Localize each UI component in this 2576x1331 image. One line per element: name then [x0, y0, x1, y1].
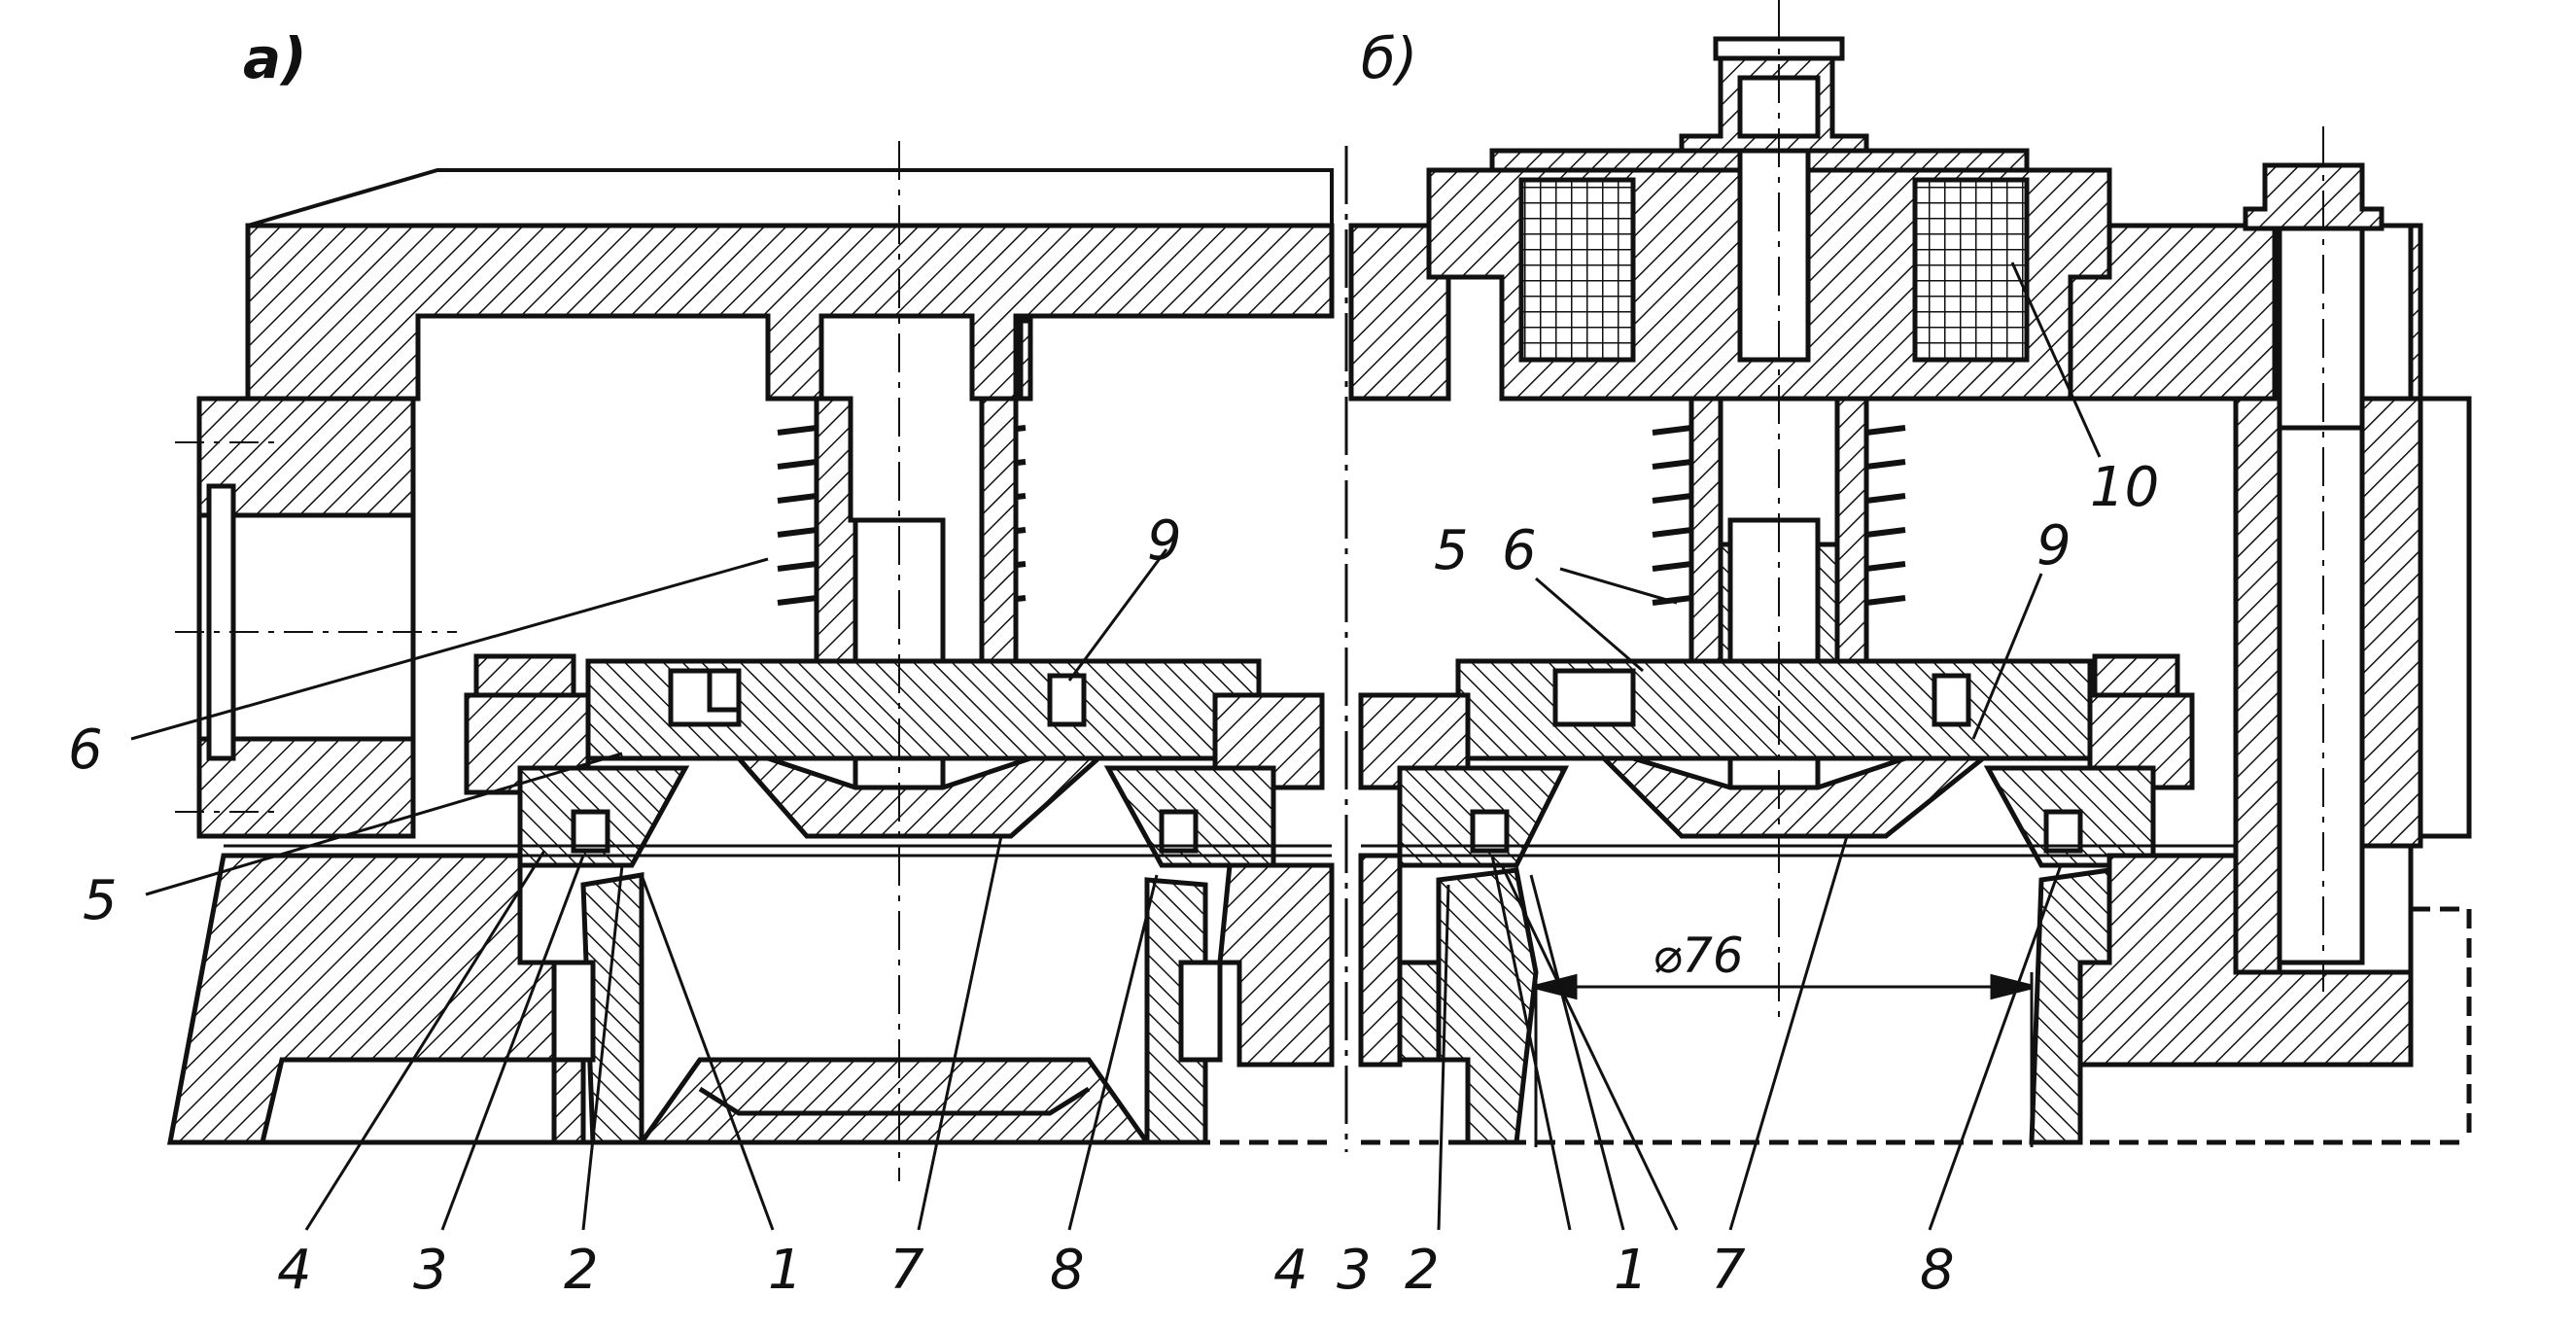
labels: а) б) 6 5 4 3 2 1 7 8 9 5 6 9 10 4 3 2 1…: [68, 25, 2159, 1302]
callout-a-2: 2: [564, 1239, 599, 1302]
callout-a-9: 9: [1147, 509, 1182, 573]
coil-right-b: [1912, 177, 2030, 363]
panel-b-label: б): [1361, 25, 1417, 91]
callout-b-3: 3: [1337, 1239, 1372, 1302]
coil-left-b: [1518, 177, 1636, 363]
callout-a-3: 3: [413, 1239, 448, 1302]
panel-a-drawing: [166, 141, 1335, 1181]
valve-head-b: [1597, 755, 1991, 839]
dimension-line-b: [1534, 972, 2034, 1147]
callout-a-1: 1: [768, 1239, 803, 1302]
callout-a-4: 4: [277, 1239, 312, 1302]
panel-a-label: а): [243, 25, 307, 91]
valve-head-a: [733, 755, 1105, 839]
callout-a-6: 6: [68, 718, 103, 782]
callout-b-4: 4: [1273, 1239, 1308, 1302]
leader-lines: [130, 262, 2102, 1231]
bolt-b: [2243, 162, 2385, 231]
callout-b-6: 6: [1502, 519, 1537, 582]
callout-b-1: 1: [1614, 1239, 1649, 1302]
panel-b-drawing: [1348, 0, 2472, 1147]
stem-guide-a: [814, 396, 858, 664]
callout-b-5: 5: [1434, 519, 1469, 582]
callout-a-7: 7: [889, 1239, 924, 1302]
callout-b-7: 7: [1711, 1239, 1746, 1302]
dimension-label: ⌀76: [1653, 928, 1744, 984]
callout-a-5: 5: [83, 869, 118, 932]
baffle-a: [637, 1057, 1152, 1145]
callout-b-9: 9: [2036, 514, 2071, 578]
callout-b-2: 2: [1405, 1239, 1440, 1302]
callout-a-8: 8: [1050, 1239, 1085, 1302]
callout-b-8: 8: [1920, 1239, 1955, 1302]
callout-b-10: 10: [2090, 456, 2159, 519]
